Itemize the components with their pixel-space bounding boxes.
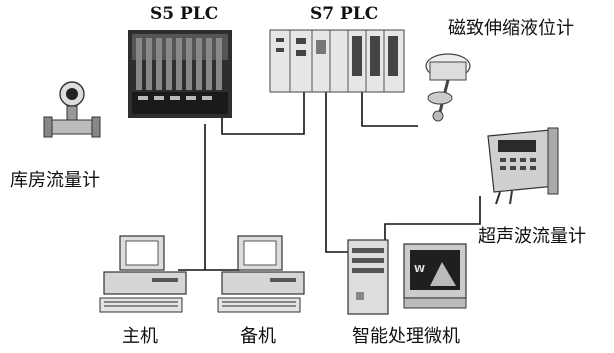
main-host-label: 主机 [122, 326, 158, 347]
s7-plc-label: S7 PLC [310, 4, 379, 24]
s5-plc-label: S5 PLC [150, 4, 219, 24]
backup-host-computer [217, 235, 305, 313]
s7-to-level-meter-line [361, 90, 418, 127]
ultrasonic-flowmeter-label: 超声波流量计 [478, 226, 586, 247]
connection-lines [178, 88, 481, 271]
ultrasonic-flowmeter-device [487, 127, 559, 205]
level-meter-device [425, 53, 471, 122]
main-host-computer [99, 235, 187, 313]
smart-microcomputer-label: 智能处理微机 [352, 326, 460, 347]
backup-host-label: 备机 [240, 326, 276, 347]
s5-to-s7-line [221, 88, 305, 135]
smart-microcomputer: W [347, 239, 467, 315]
s7-plc-device [269, 29, 405, 93]
microcomputer-to-ultrasonic-line [384, 196, 481, 240]
level-meter-label: 磁致伸缩液位计 [448, 18, 574, 39]
warehouse-flowmeter-label: 库房流量计 [10, 170, 100, 191]
s5-plc-device [128, 30, 232, 118]
s7-to-microcomputer-line [325, 90, 356, 253]
svg-text:W: W [414, 264, 425, 275]
warehouse-flowmeter-device [43, 81, 101, 138]
